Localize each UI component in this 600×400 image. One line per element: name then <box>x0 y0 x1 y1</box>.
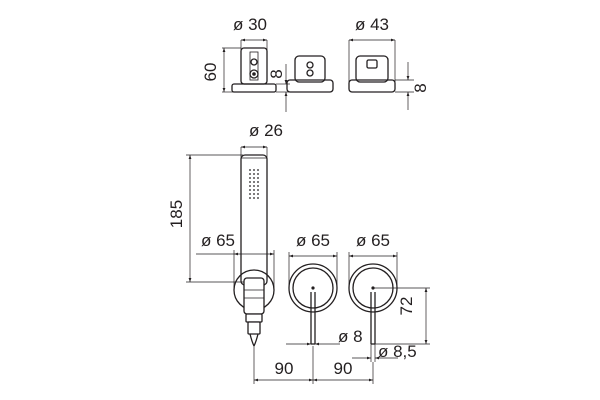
dim-lever-dia-2 <box>352 344 398 362</box>
label-top-dia-1: ø 30 <box>233 15 267 34</box>
dim-plate-dia-3 <box>348 252 398 288</box>
label-plate-dia-1: ø 65 <box>201 231 235 250</box>
wall-plate-2 <box>288 263 338 345</box>
label-top-thick-2: 8 <box>411 83 430 92</box>
label-lever-height: 72 <box>397 297 416 316</box>
dim-plate-dia-1 <box>196 250 275 290</box>
label-lever-dia-1: ø 8 <box>338 327 363 346</box>
top-view-holder <box>231 47 277 93</box>
label-top-thick-1: 8 <box>267 69 286 78</box>
label-plate-dia-2: ø 65 <box>296 231 330 250</box>
top-view-diverter <box>286 55 334 93</box>
shower-nozzles <box>249 169 259 199</box>
dim-plate-dia-2 <box>288 252 338 288</box>
dim-lever-height <box>373 287 430 345</box>
label-top-dia-2: ø 43 <box>355 15 389 34</box>
dim-top-height <box>222 47 241 93</box>
label-plate-dia-3: ø 65 <box>356 231 390 250</box>
dim-top-thick-2 <box>395 62 414 110</box>
top-view-mixer <box>348 55 396 93</box>
hand-shower <box>240 154 268 286</box>
label-top-height: 60 <box>201 63 220 82</box>
dim-spacing <box>253 346 374 384</box>
label-shower-dia: ø 26 <box>249 121 283 140</box>
label-spacing-2: 90 <box>334 359 353 378</box>
dim-top-dia-2 <box>348 38 396 82</box>
label-shower-length: 185 <box>167 200 186 228</box>
label-spacing-1: 90 <box>275 359 294 378</box>
wall-plate-1 <box>233 269 275 347</box>
dim-top-thick-1 <box>276 64 290 112</box>
dim-shower-length <box>186 154 244 283</box>
label-lever-dia-2: ø 8,5 <box>378 342 417 361</box>
